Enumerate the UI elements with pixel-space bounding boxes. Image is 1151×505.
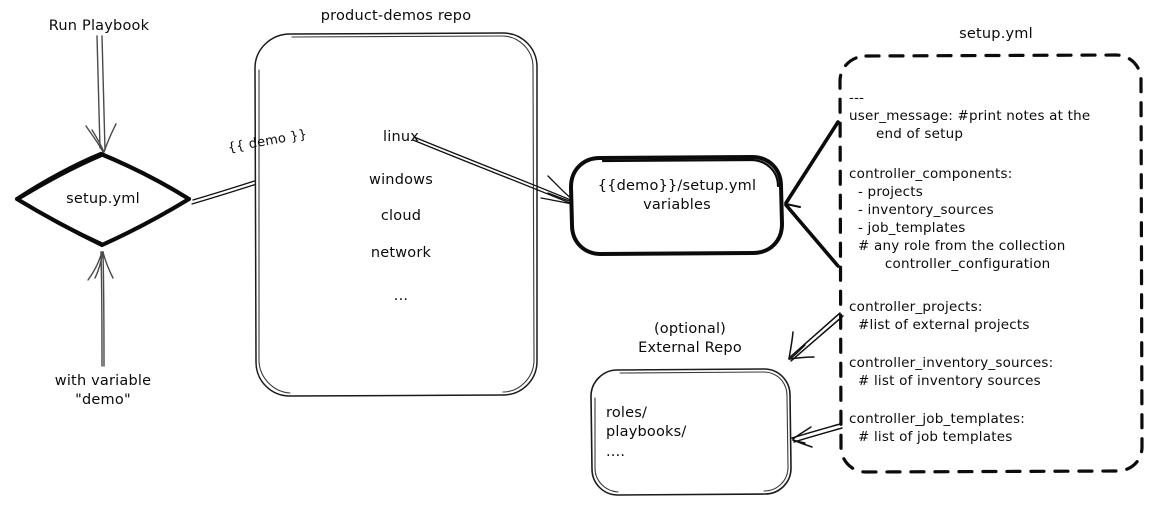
repo-item-network: network (370, 245, 432, 261)
setup-yml-block-controller-projects: controller_projects: #list of external p… (849, 299, 1030, 333)
repo-item-linux: linux (382, 129, 420, 145)
run-playbook-arrow (85, 35, 117, 153)
with-variable-arrow (87, 251, 114, 367)
external-repo-item-playbooks: playbooks/ (606, 424, 687, 440)
controller-job-templates-to-external-repo-arrow (791, 423, 843, 448)
product-demos-repo-title: product-demos repo (320, 8, 472, 24)
repo-item-ellipsis: ... (393, 288, 409, 304)
controller-projects-to-external-repo-arrow (788, 312, 844, 362)
repo-item-windows: windows (369, 172, 433, 188)
external-repo-title: (optional) External Repo (638, 321, 742, 357)
setup-yml-block-controller-job-templates: controller_job_templates: # list of job … (849, 411, 1026, 445)
external-repo-item-roles: roles/ (606, 405, 648, 421)
setup-yml-block-controller-inventory-sources: controller_inventory_sources: # list of … (849, 355, 1054, 389)
demo-variable-edge-label: {{ demo }} (226, 127, 309, 156)
setup-yml-to-demo-vars-bracket (784, 120, 840, 268)
setup-yml-block-doc-start: --- (849, 90, 865, 106)
setup-yml-block-user-message: user_message: #print notes at the end of… (849, 108, 1091, 142)
demo-vars-box-label: {{demo}}/setup.yml variables (597, 178, 757, 214)
repo-item-cloud: cloud (380, 208, 422, 224)
run-playbook-label: Run Playbook (48, 18, 150, 34)
external-repo-item-ellipsis: .... (606, 444, 626, 460)
setup-yml-diamond-label: setup.yml (66, 191, 140, 207)
setup-yml-panel-title: setup.yml (959, 26, 1033, 42)
linux-to-demo-vars-arrow (412, 136, 579, 207)
with-variable-label: with variable "demo" (54, 373, 152, 409)
setup-yml-block-controller-components: controller_components: - projects - inve… (849, 166, 1066, 272)
